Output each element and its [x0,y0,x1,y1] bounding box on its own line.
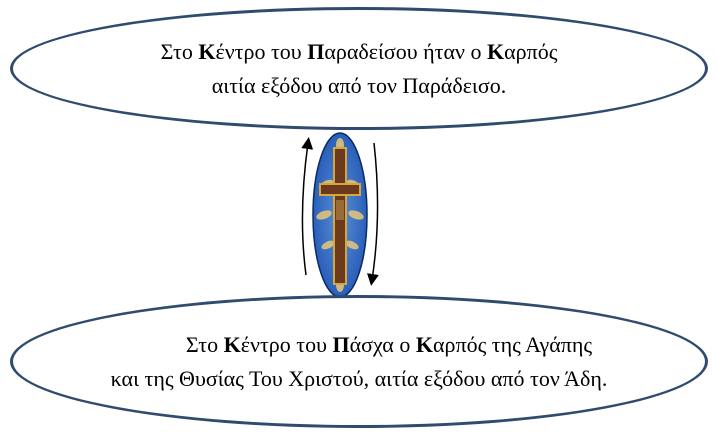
text-run: Κ [223,331,241,357]
cross-icon-oval [301,132,379,298]
text-run: Κ [198,38,216,64]
bottom-ellipse: Στο Κέντρο του Πάσχα ο Καρπός της Αγάπης… [10,295,708,428]
text-run: Κ [415,331,433,357]
top-text-line1: Στο Κέντρο του Παραδείσου ήταν ο Καρπός [161,35,558,69]
bottom-text-line2: και της Θυσίας Του Χριστού, αιτία εξόδου… [110,365,608,391]
text-run: Στο [185,331,224,357]
text-run: Π [332,331,350,357]
text-run: άσχα ο [349,331,416,357]
text-run: έντρο του [215,38,308,64]
arrow-up-icon [301,137,314,276]
top-ellipse: Στο Κέντρο του Παραδείσου ήταν ο Καρπός … [10,7,708,130]
text-run: αρπός της Αγάπης [432,331,593,357]
text-run: Στο [160,38,199,64]
arrow-down-icon [366,142,379,286]
top-text-line2: αιτία εξόδου από τον Παράδεισο. [211,72,507,98]
text-run: Π [307,38,325,64]
text-run: έντρο του [240,331,333,357]
cross-icon [319,147,361,285]
bottom-text-line1: Στο Κέντρο του Πάσχα ο Καρπός της Αγάπης [126,328,592,362]
text-run: Κ [486,38,505,64]
text-run: αρπός [504,38,558,64]
text-run: αραδείσου ήταν ο [324,38,487,64]
